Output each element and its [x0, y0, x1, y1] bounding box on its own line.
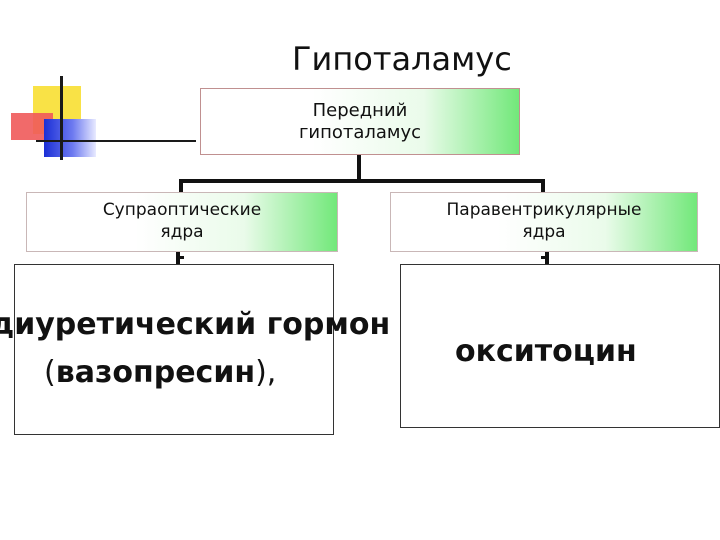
logo-blue-rect — [44, 119, 96, 157]
connector-horizontal — [179, 179, 545, 183]
node-paraventricular-line2: ядра — [522, 222, 566, 242]
logo-vertical-line — [60, 76, 63, 160]
page-title: Гипоталамус — [292, 40, 512, 78]
connector-left-jog — [176, 256, 184, 259]
connector-right-drop — [541, 179, 545, 192]
hormone-box-left — [14, 264, 334, 435]
node-supraoptic-nuclei: Супраоптические ядра — [26, 192, 338, 252]
node-paraventricular-nuclei: Паравентрикулярные ядра — [390, 192, 698, 252]
connector-left-drop — [179, 179, 183, 192]
node-anterior-line2: гипоталамус — [298, 121, 422, 143]
node-supraoptic-line2: ядра — [160, 222, 204, 242]
node-anterior-hypothalamus: Передний гипоталамус — [200, 88, 520, 155]
node-supraoptic-line1: Супраоптические — [102, 200, 262, 220]
connector-stem — [357, 155, 361, 181]
hormone-antidiuretic: диуретический гормон — [0, 307, 391, 342]
hormone-vasopressin: (вазопресин), — [44, 355, 277, 390]
connector-right-jog — [541, 256, 549, 259]
hormone-vasopressin-word: вазопресин — [55, 355, 256, 390]
logo-horizontal-line — [36, 140, 196, 142]
node-paraventricular-line1: Паравентрикулярные — [446, 200, 642, 220]
node-anterior-line1: Передний — [312, 99, 408, 121]
hormone-oxytocin: окситоцин — [455, 334, 637, 369]
